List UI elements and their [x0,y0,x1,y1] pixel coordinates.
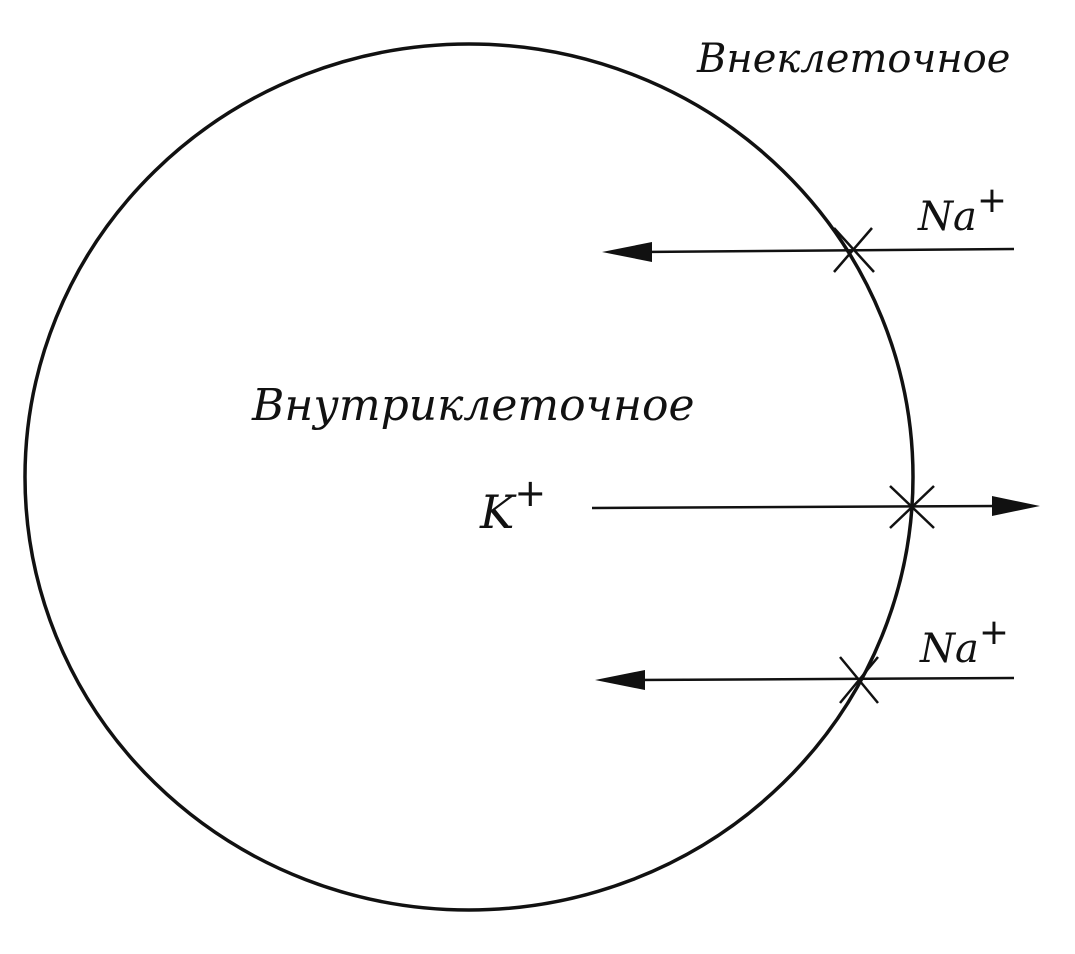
intracellular-label: Внутриклеточное [251,380,695,431]
sodium-channel-top: Na+ [602,180,1015,273]
arrow-left-icon [595,670,645,690]
channel-cross-icon [839,656,879,704]
potassium-ion-label: K+ [479,471,546,539]
sodium-ion-label-top: Na+ [917,180,1007,240]
cell-membrane [23,42,915,912]
potassium-channel: K+ [479,471,1040,539]
arrow-left-icon [602,242,652,262]
sodium-ion-label-bottom: Na+ [919,612,1009,672]
channel-cross-icon [833,227,875,273]
potassium-flux-line [591,504,1001,510]
sodium-flux-line-top [639,247,1015,254]
sodium-flux-line-bottom [631,676,1015,682]
extracellular-label: Внеклеточное [696,36,1010,82]
sodium-channel-bottom: Na+ [595,612,1015,704]
channel-cross-icon [889,485,935,529]
arrow-right-icon [992,496,1040,516]
